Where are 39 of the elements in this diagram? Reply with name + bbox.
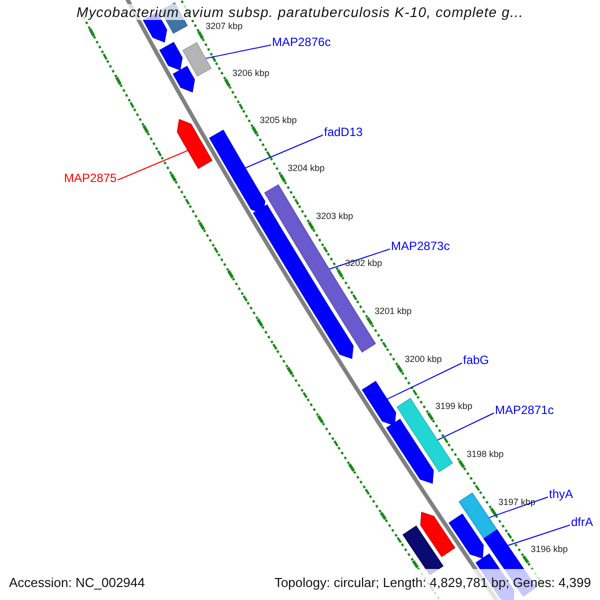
gene-feature — [209, 130, 266, 214]
scale-label: 3202 kbp — [345, 259, 382, 268]
scale-label: 3205 kbp — [260, 116, 297, 126]
leader-line — [328, 248, 390, 270]
gene-label: fadD13 — [324, 126, 363, 138]
gene-feature — [396, 398, 453, 472]
scale-label: 3201 kbp — [374, 307, 412, 316]
gene-label: fabG — [463, 354, 490, 366]
gene-feature — [176, 119, 212, 169]
leader-line — [244, 134, 324, 168]
scale-label: 3199 kbp — [435, 402, 472, 412]
gene-feature — [362, 380, 396, 426]
scale-label: 3200 kbp — [404, 354, 442, 364]
gene-label: MAP2873c — [391, 240, 450, 252]
scale-label: 3196 kbp — [530, 545, 568, 554]
scale-label: 3198 kbp — [466, 450, 504, 460]
gene-label: MAP2871c — [495, 404, 554, 416]
leader-line — [488, 496, 548, 518]
leader-line — [437, 412, 494, 441]
leader-line — [386, 362, 462, 400]
gene-feature — [386, 418, 434, 484]
scale-label: 3206 kbp — [232, 68, 270, 78]
leader-line — [205, 44, 272, 59]
gene-feature — [448, 513, 484, 559]
gene-feature — [159, 42, 183, 71]
leader-line — [507, 524, 570, 546]
scale-label: 3203 kbp — [316, 212, 354, 221]
gene-label: thyA — [549, 488, 574, 500]
leader-line — [117, 150, 188, 180]
scale-label: 3207 kbp — [206, 22, 243, 31]
gene-feature — [172, 66, 195, 92]
gene-feature — [182, 42, 212, 77]
gene-label: dfrA — [571, 516, 594, 528]
accession-text: Accession: NC_002944 — [9, 576, 145, 589]
genome-info-text: Topology: circular; Length: 4,829,781 bp; Genes: 4,399 — [274, 576, 591, 589]
gene-label: MAP2876c — [272, 36, 331, 48]
gene-feature — [420, 512, 456, 558]
gene-label: MAP2875 — [64, 172, 117, 184]
scale-label: 3204 kbp — [288, 164, 325, 174]
